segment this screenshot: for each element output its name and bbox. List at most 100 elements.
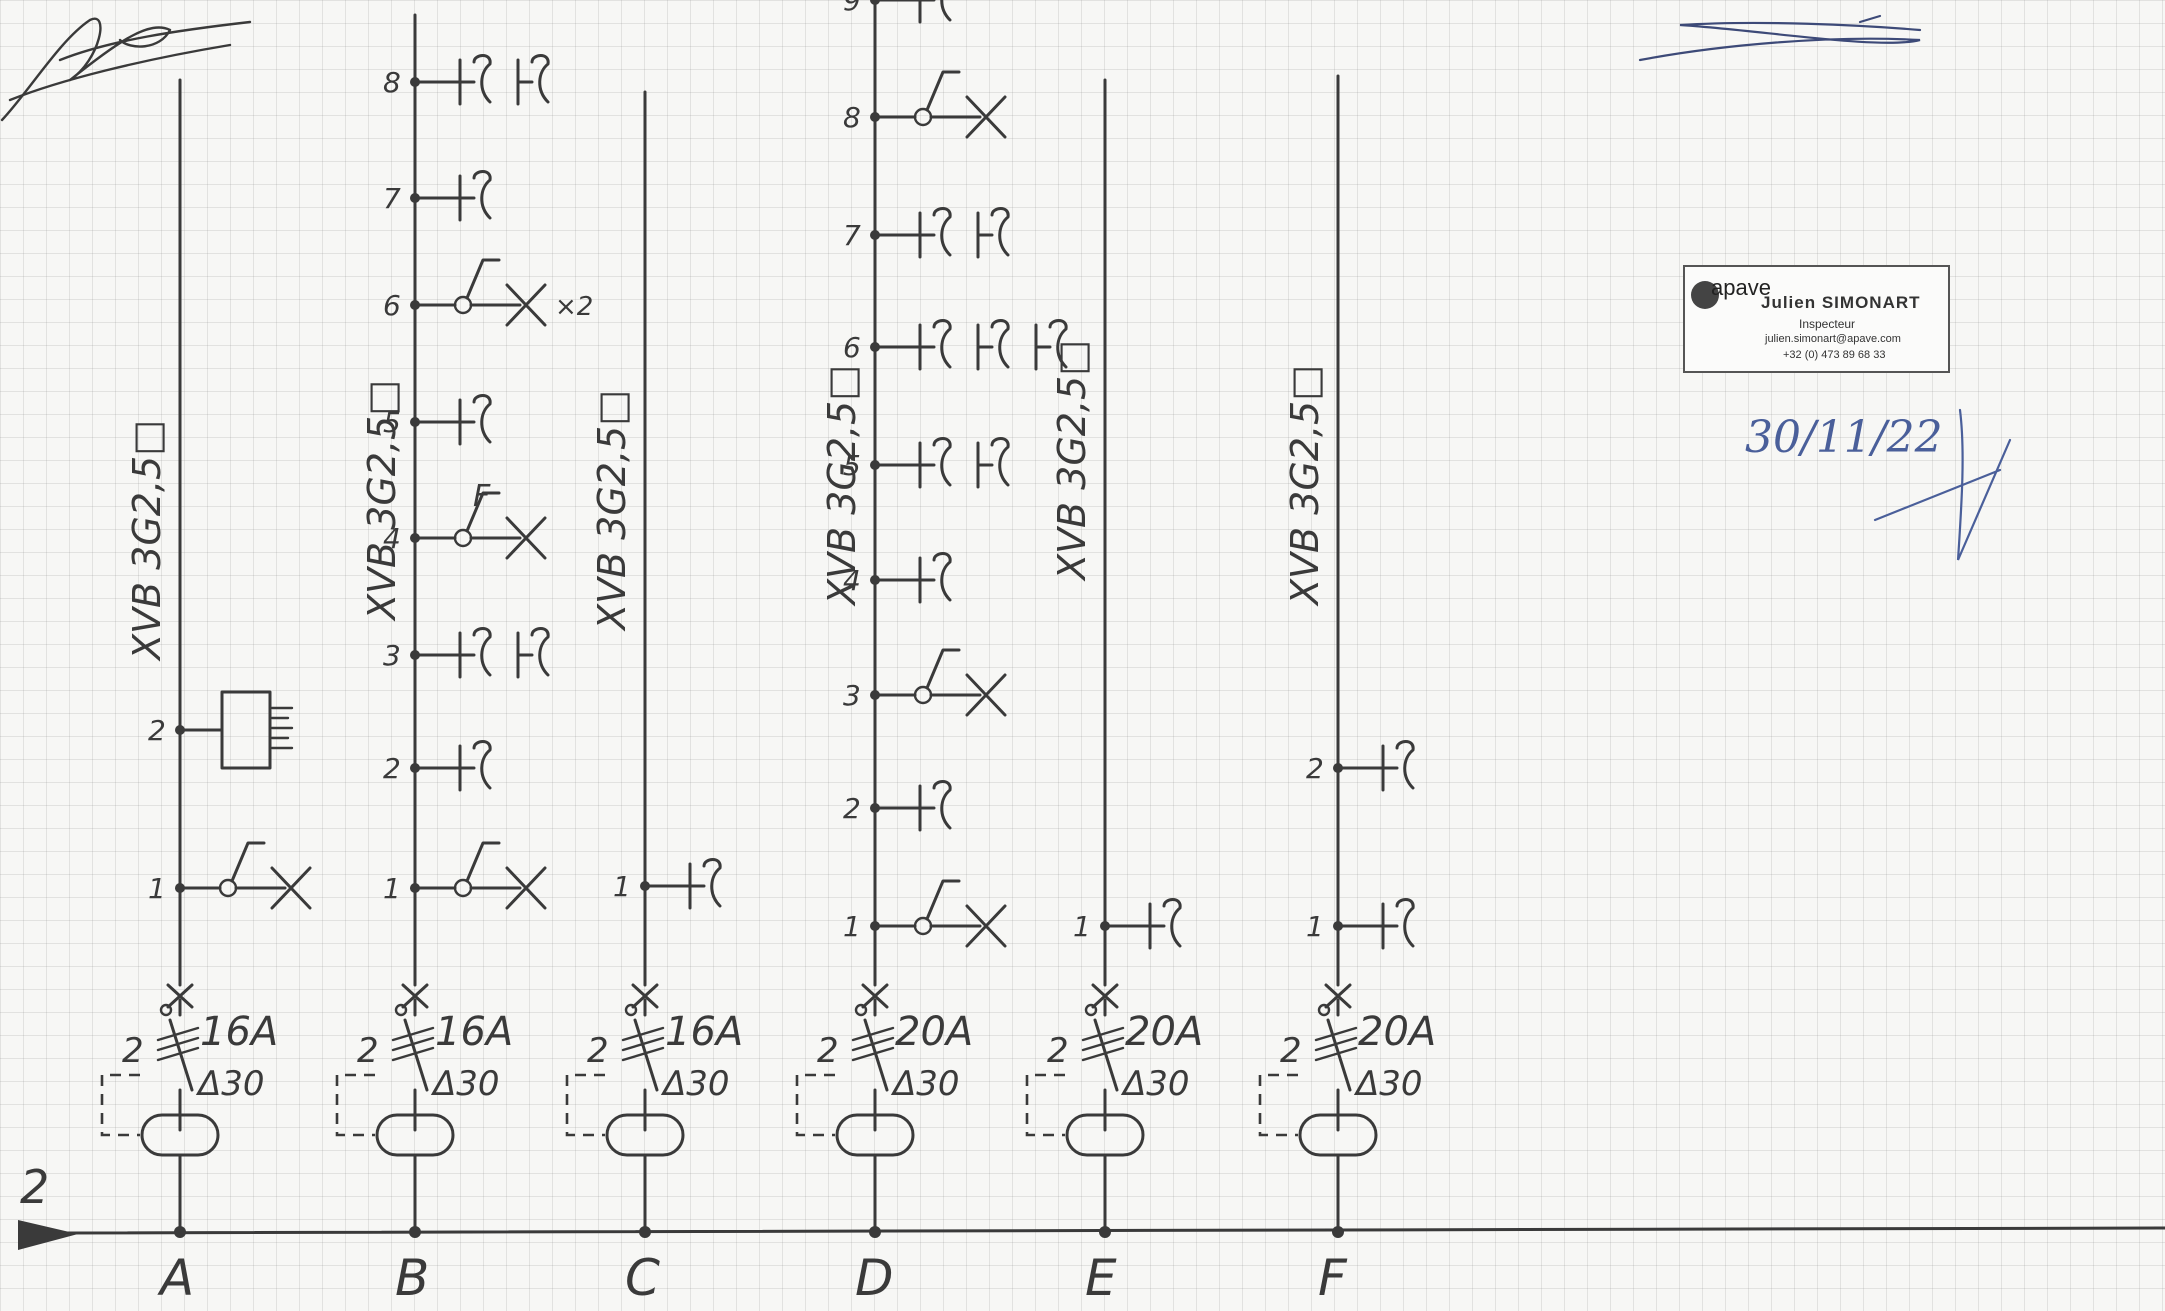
breaker-poles: 2 (357, 1031, 379, 1071)
point-d-9: 9 (843, 0, 952, 24)
symbol-socket-double (873, 437, 1010, 489)
symbol-switch-lamp (873, 70, 1007, 139)
symbol-socket (873, 552, 952, 604)
symbol-switch-lamp: ×2 (413, 258, 593, 327)
point-d-8: 8 (843, 70, 1007, 139)
rcd-test-loop (100, 1073, 140, 1137)
stamp-name: Julien SIMONART (1761, 293, 1921, 312)
point-e-1: 1 (1073, 898, 1182, 950)
symbol-switch-lamp (873, 648, 1007, 717)
symbol-socket-triple (873, 319, 1068, 371)
circuit-letter: A (157, 1249, 194, 1307)
point-number: 2 (1306, 752, 1324, 785)
point-d-2: 2 (843, 780, 952, 832)
point-number: 1 (1073, 910, 1091, 943)
symbol-socket-double (413, 54, 550, 106)
breaker-poles: 2 (122, 1031, 144, 1071)
point-b-8: 8 (383, 54, 550, 106)
symbol-socket (1336, 740, 1415, 792)
circuit-letter: C (625, 1249, 660, 1307)
point-number: 9 (843, 0, 861, 17)
stamp-brand: apave (1711, 275, 1771, 300)
point-number: 6 (843, 331, 861, 364)
symbol-socket (1336, 898, 1415, 950)
cable-label: XVB 3G2,5□ (1050, 340, 1094, 582)
sheet-number: 2 (20, 1160, 50, 1214)
point-number: 5 (383, 406, 401, 439)
symbol-socket (413, 170, 492, 222)
point-b-5: 5 (383, 394, 492, 446)
point-d-5: 5 (843, 437, 1010, 489)
breaker-rating: 16A (435, 1009, 513, 1055)
symbol-switch-lamp (413, 841, 547, 910)
point-number: 4 (383, 522, 401, 555)
point-number: 8 (383, 66, 401, 99)
point-number: 2 (843, 792, 861, 825)
breaker: 2 20A Δ30 (1280, 998, 1436, 1132)
rcd-sensitivity: Δ30 (660, 1064, 730, 1104)
symbol-socket (873, 780, 952, 832)
cable-label: XVB 3G2,5□ (360, 380, 404, 622)
rcd-test-loop (565, 1073, 605, 1137)
point-b-7: 7 (383, 170, 492, 222)
symbol-switch-lamp (178, 841, 312, 910)
point-c-1: 1 (613, 858, 722, 910)
breaker-rating: 16A (665, 1009, 743, 1055)
breaker-poles: 2 (1280, 1031, 1302, 1071)
breaker-rating: 20A (1125, 1009, 1203, 1055)
rcd-sensitivity: Δ30 (430, 1064, 500, 1104)
rcd-test-loop (1025, 1073, 1065, 1137)
circuit-letter: B (395, 1249, 429, 1307)
point-d-3: 3 (843, 648, 1007, 717)
point-d-6: 6 (843, 319, 1068, 371)
symbol-switch-lamp (873, 879, 1007, 948)
rcd-sensitivity: Δ30 (890, 1064, 960, 1104)
rcd-sensitivity: Δ30 (1120, 1064, 1190, 1104)
symbol-f-label: F (473, 479, 491, 514)
symbol-socket (873, 0, 952, 24)
point-number: 1 (148, 872, 166, 905)
point-number: 1 (383, 872, 401, 905)
point-b-2: 2 (383, 740, 492, 792)
cable-label: XVB 3G2,5□ (1283, 365, 1327, 607)
circuit-letter: E (1085, 1249, 1117, 1307)
symbol-socket (1103, 898, 1182, 950)
signature-top-right (1638, 14, 1922, 62)
symbol-socket (643, 858, 722, 910)
stamp-phone: +32 (0) 473 89 68 33 (1783, 349, 1886, 361)
rcd-sensitivity: Δ30 (1353, 1064, 1423, 1104)
point-number: 3 (383, 639, 401, 672)
inspector-signature (1873, 408, 2012, 561)
symbol-socket (413, 740, 492, 792)
rcd-sensitivity: Δ30 (195, 1064, 265, 1104)
cable-label: XVB 3G2,5□ (820, 365, 864, 607)
point-number: 1 (613, 870, 631, 903)
point-number: 5 (843, 449, 861, 482)
cable-label: XVB 3G2,5□ (125, 420, 169, 662)
date-note: 30/11/22 (1745, 412, 1943, 463)
point-d-4: 4 (843, 552, 952, 604)
apave-logo-icon (1691, 281, 1719, 309)
stamp-email: julien.simonart@apave.com (1765, 333, 1901, 345)
point-number: 2 (383, 752, 401, 785)
point-b-4: 4F (383, 479, 547, 560)
point-number: 1 (1306, 910, 1324, 943)
inspector-stamp: apave Julien SIMONART Inspecteur julien.… (1683, 265, 1950, 373)
point-number: 7 (383, 182, 401, 215)
circuit-letter: D (855, 1249, 894, 1307)
breaker-rating: 20A (1358, 1009, 1436, 1055)
point-number: 7 (843, 219, 861, 252)
point-number: 1 (843, 910, 861, 943)
signature-top-left (0, 17, 252, 122)
point-b-3: 3 (383, 627, 550, 679)
rcd-test-loop (335, 1073, 375, 1137)
